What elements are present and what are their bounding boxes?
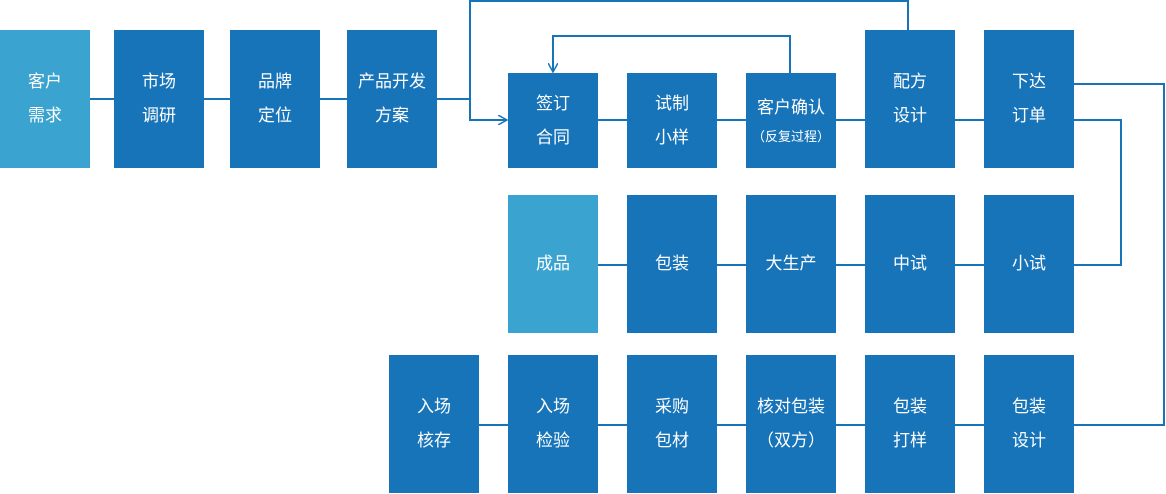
node-label: 包装 — [1012, 397, 1046, 417]
node-label: 试制 — [655, 93, 689, 114]
node-label: 配方 — [893, 72, 927, 92]
node-label: 核存 — [417, 431, 451, 451]
node-label: 品牌 — [258, 72, 292, 92]
node-label: 入场 — [536, 397, 570, 417]
node-pilot-test: 中试 — [865, 195, 955, 333]
node-label: 设计 — [1012, 431, 1046, 451]
node-label: 产品开发 — [358, 72, 426, 92]
node-brand-positioning: 品牌 定位 — [230, 30, 320, 168]
node-trial-sample: 试制 小样 — [627, 73, 717, 168]
node-label: 打样 — [893, 431, 927, 451]
node-label: 包装 — [893, 397, 927, 417]
node-formula-design: 配方 设计 — [865, 30, 955, 168]
node-label: 包装 — [655, 254, 689, 274]
node-label: 小试 — [1012, 254, 1046, 274]
node-customer-confirm: 客户确认 （反复过程） — [746, 73, 836, 168]
node-market-research: 市场 调研 — [114, 30, 204, 168]
connector-plan-contract — [437, 98, 506, 120]
node-label: 市场 — [142, 72, 176, 92]
connector-confirm-feedback — [553, 35, 791, 73]
node-incoming-store: 入场 核存 — [389, 355, 479, 493]
node-small-trial: 小试 — [984, 195, 1074, 333]
node-label: 调研 — [142, 106, 176, 126]
node-label: 客户 — [28, 72, 62, 92]
node-label: 检验 — [536, 431, 570, 451]
node-verify-package: 核对包装 （双方） — [746, 355, 836, 493]
node-label: 大生产 — [765, 254, 817, 274]
node-label: 客户确认 — [757, 97, 825, 118]
node-label: 采购 — [655, 397, 689, 417]
node-label: 包材 — [655, 431, 689, 451]
node-finished-product: 成品 — [508, 195, 598, 333]
node-label: 需求 — [28, 106, 62, 126]
connector-order-smalltrial — [1074, 119, 1122, 266]
node-customer-demand: 客户 需求 — [0, 30, 90, 168]
node-label: 小样 — [655, 127, 689, 148]
node-mass-production: 大生产 — [746, 195, 836, 333]
node-label: 方案 — [375, 106, 409, 126]
node-label: （双方） — [757, 431, 825, 451]
node-label: 定位 — [258, 106, 292, 126]
node-label: 入场 — [417, 397, 451, 417]
node-label: 下达 — [1012, 72, 1046, 92]
node-place-order: 下达 订单 — [984, 30, 1074, 168]
node-label: 中试 — [893, 254, 927, 274]
node-sign-contract: 签订 合同 — [508, 73, 598, 168]
node-packaging: 包装 — [627, 195, 717, 333]
connector-order-packagedesign — [1074, 83, 1165, 426]
node-package-design: 包装 设计 — [984, 355, 1074, 493]
node-label: 合同 — [536, 127, 570, 148]
node-product-plan: 产品开发 方案 — [347, 30, 437, 168]
node-package-proof: 包装 打样 — [865, 355, 955, 493]
connector-formula-feedback — [469, 0, 909, 120]
node-incoming-inspect: 入场 检验 — [508, 355, 598, 493]
node-label: 订单 — [1012, 106, 1046, 126]
node-label: 签订 — [536, 93, 570, 114]
node-label: 成品 — [536, 254, 570, 274]
node-sublabel: （反复过程） — [751, 129, 830, 145]
node-label: 设计 — [893, 106, 927, 126]
node-purchase-material: 采购 包材 — [627, 355, 717, 493]
node-label: 核对包装 — [757, 397, 825, 417]
